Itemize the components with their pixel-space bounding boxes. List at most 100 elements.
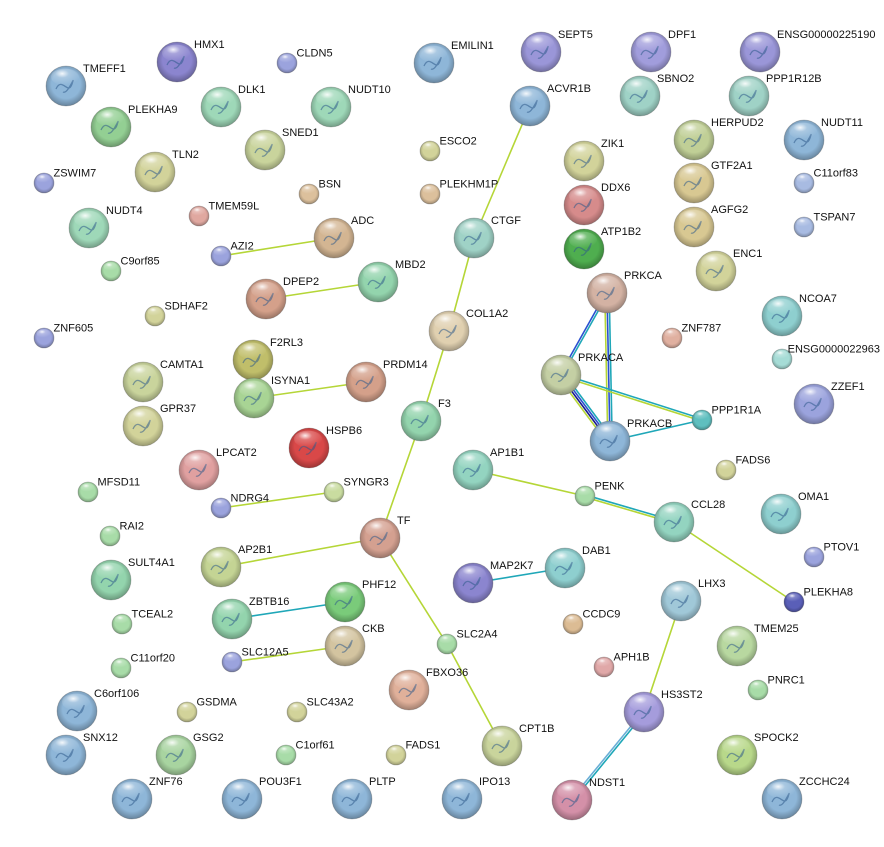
node-CCDC9[interactable]: CCDC9 bbox=[562, 609, 620, 635]
node-SNX12[interactable]: SNX12 bbox=[45, 732, 118, 776]
node-GPR37[interactable]: GPR37 bbox=[122, 403, 196, 447]
node-ZNF787[interactable]: ZNF787 bbox=[661, 323, 721, 349]
node-C9orf85[interactable]: C9orf85 bbox=[100, 256, 160, 282]
node-ZZEF1[interactable]: ZZEF1 bbox=[793, 381, 865, 425]
node-PLEKHA9[interactable]: PLEKHA9 bbox=[90, 104, 178, 148]
node-PPP1R12B[interactable]: PPP1R12B bbox=[728, 73, 822, 117]
node-CLDN5[interactable]: CLDN5 bbox=[276, 48, 333, 74]
node-NDST1[interactable]: NDST1 bbox=[551, 777, 625, 821]
node-PRKACB[interactable]: PRKACB bbox=[589, 418, 672, 462]
node-PLEKHM1P[interactable]: PLEKHM1P bbox=[419, 179, 498, 205]
node-ESCO2[interactable]: ESCO2 bbox=[419, 136, 477, 162]
node-FBXO36[interactable]: FBXO36 bbox=[388, 667, 468, 711]
node-LPCAT2[interactable]: LPCAT2 bbox=[178, 447, 257, 491]
node-CPT1B[interactable]: CPT1B bbox=[481, 723, 554, 767]
node-DDX6[interactable]: DDX6 bbox=[563, 182, 630, 226]
node-C11orf20[interactable]: C11orf20 bbox=[110, 653, 175, 679]
node-CTGF[interactable]: CTGF bbox=[453, 215, 521, 259]
node-GTF2A1[interactable]: GTF2A1 bbox=[673, 160, 753, 204]
node-TLN2[interactable]: TLN2 bbox=[134, 149, 199, 193]
node-TF[interactable]: TF bbox=[359, 515, 411, 559]
node-CAMTA1[interactable]: CAMTA1 bbox=[122, 359, 204, 403]
node-C1orf61[interactable]: C1orf61 bbox=[275, 740, 335, 766]
node-SNED1[interactable]: SNED1 bbox=[244, 127, 319, 171]
node-DLK1[interactable]: DLK1 bbox=[200, 84, 266, 128]
node-ZSWIM7[interactable]: ZSWIM7 bbox=[33, 168, 96, 194]
node-PLTP[interactable]: PLTP bbox=[331, 776, 396, 820]
node-ATP1B2[interactable]: ATP1B2 bbox=[563, 226, 641, 270]
node-NUDT4[interactable]: NUDT4 bbox=[68, 205, 143, 249]
node-PNRC1[interactable]: PNRC1 bbox=[747, 675, 805, 701]
node-MFSD11[interactable]: MFSD11 bbox=[77, 477, 140, 503]
node-AGFG2[interactable]: AGFG2 bbox=[673, 204, 748, 248]
node-ENSG0000022963[interactable]: ENSG0000022963 bbox=[771, 344, 880, 370]
node-ZNF76[interactable]: ZNF76 bbox=[111, 776, 183, 820]
node-NUDT11[interactable]: NUDT11 bbox=[783, 117, 863, 161]
node-PENK[interactable]: PENK bbox=[574, 481, 625, 507]
node-ZBTB16[interactable]: ZBTB16 bbox=[211, 596, 289, 640]
node-GSDMA[interactable]: GSDMA bbox=[176, 697, 238, 723]
node-F3[interactable]: F3 bbox=[400, 398, 451, 442]
node-ENC1[interactable]: ENC1 bbox=[695, 248, 762, 292]
node-NUDT10[interactable]: NUDT10 bbox=[310, 84, 391, 128]
node-SPOCK2[interactable]: SPOCK2 bbox=[716, 732, 799, 776]
node-PTOV1[interactable]: PTOV1 bbox=[803, 542, 859, 568]
node-F2RL3[interactable]: F2RL3 bbox=[232, 337, 303, 381]
node-SYNGR3[interactable]: SYNGR3 bbox=[323, 477, 389, 503]
node-CKB[interactable]: CKB bbox=[324, 623, 385, 667]
node-AZI2[interactable]: AZI2 bbox=[210, 241, 254, 267]
node-PLEKHA8[interactable]: PLEKHA8 bbox=[783, 587, 853, 613]
node-PRDM14[interactable]: PRDM14 bbox=[345, 359, 428, 403]
node-SEPT5[interactable]: SEPT5 bbox=[520, 29, 593, 73]
node-ZNF605[interactable]: ZNF605 bbox=[33, 323, 93, 349]
node-C6orf106[interactable]: C6orf106 bbox=[56, 688, 139, 732]
node-DPF1[interactable]: DPF1 bbox=[630, 29, 696, 73]
node-ZIK1[interactable]: ZIK1 bbox=[563, 138, 624, 182]
node-PRKCA[interactable]: PRKCA bbox=[586, 270, 663, 314]
node-SBNO2[interactable]: SBNO2 bbox=[619, 73, 694, 117]
node-SULT4A1[interactable]: SULT4A1 bbox=[90, 557, 175, 601]
node-AP2B1[interactable]: AP2B1 bbox=[200, 544, 272, 588]
node-BSN[interactable]: BSN bbox=[298, 179, 341, 205]
node-NCOA7[interactable]: NCOA7 bbox=[761, 293, 837, 337]
node-TMEM25[interactable]: TMEM25 bbox=[716, 623, 799, 667]
node-TMEM59L[interactable]: TMEM59L bbox=[188, 201, 259, 227]
node-TMEFF1[interactable]: TMEFF1 bbox=[45, 63, 126, 107]
node-ENSG00000225190[interactable]: ENSG00000225190 bbox=[739, 29, 875, 73]
node-COL1A2[interactable]: COL1A2 bbox=[428, 308, 508, 352]
node-OMA1[interactable]: OMA1 bbox=[760, 491, 829, 535]
node-CCL28[interactable]: CCL28 bbox=[653, 499, 725, 543]
node-LHX3[interactable]: LHX3 bbox=[660, 578, 726, 622]
node-FADS1[interactable]: FADS1 bbox=[385, 740, 440, 766]
node-PHF12[interactable]: PHF12 bbox=[324, 579, 396, 623]
node-AP1B1[interactable]: AP1B1 bbox=[452, 447, 524, 491]
node-ADC[interactable]: ADC bbox=[313, 215, 374, 259]
node-POU3F1[interactable]: POU3F1 bbox=[221, 776, 302, 820]
node-SLC43A2[interactable]: SLC43A2 bbox=[286, 697, 354, 723]
node-SDHAF2[interactable]: SDHAF2 bbox=[144, 301, 208, 327]
node-PPP1R1A[interactable]: PPP1R1A bbox=[691, 405, 762, 431]
node-ISYNA1[interactable]: ISYNA1 bbox=[233, 375, 310, 419]
node-ZCCHC24[interactable]: ZCCHC24 bbox=[761, 776, 850, 820]
node-EMILIN1[interactable]: EMILIN1 bbox=[413, 40, 494, 84]
node-TSPAN7[interactable]: TSPAN7 bbox=[793, 212, 855, 238]
node-DPEP2[interactable]: DPEP2 bbox=[245, 276, 319, 320]
node-APH1B[interactable]: APH1B bbox=[593, 652, 650, 678]
node-HMX1[interactable]: HMX1 bbox=[156, 39, 225, 83]
node-NDRG4[interactable]: NDRG4 bbox=[210, 493, 269, 519]
node-SLC12A5[interactable]: SLC12A5 bbox=[221, 647, 289, 673]
node-IPO13[interactable]: IPO13 bbox=[441, 776, 510, 820]
node-HERPUD2[interactable]: HERPUD2 bbox=[673, 117, 764, 161]
node-DAB1[interactable]: DAB1 bbox=[544, 545, 611, 589]
node-GSG2[interactable]: GSG2 bbox=[155, 732, 224, 776]
node-TCEAL2[interactable]: TCEAL2 bbox=[111, 609, 173, 635]
node-HS3ST2[interactable]: HS3ST2 bbox=[623, 689, 703, 733]
node-ACVR1B[interactable]: ACVR1B bbox=[509, 83, 591, 127]
node-RAI2[interactable]: RAI2 bbox=[99, 521, 144, 547]
node-MBD2[interactable]: MBD2 bbox=[357, 259, 426, 303]
node-PRKACA[interactable]: PRKACA bbox=[540, 352, 624, 396]
node-SLC2A4[interactable]: SLC2A4 bbox=[436, 629, 497, 655]
node-MAP2K7[interactable]: MAP2K7 bbox=[452, 560, 533, 604]
node-HSPB6[interactable]: HSPB6 bbox=[288, 425, 362, 469]
node-FADS6[interactable]: FADS6 bbox=[715, 455, 770, 481]
